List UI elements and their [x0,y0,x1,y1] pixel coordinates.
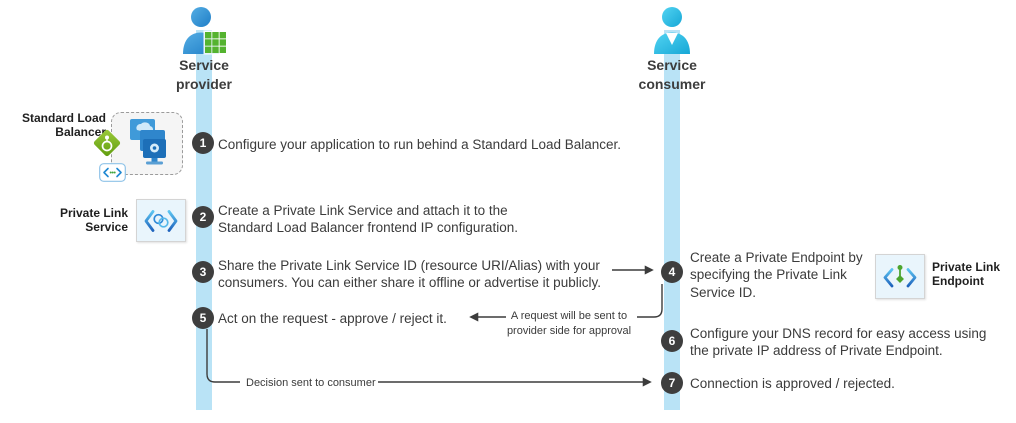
private-link-service-label: Private Link Service [59,206,128,235]
request-note: A request will be sent to provider side … [506,310,632,337]
step-4-badge: 4 [661,261,683,283]
step-6-badge: 6 [661,330,683,352]
private-link-endpoint-label: Private Link Endpoint [932,260,1001,289]
load-balancer-icon [92,128,122,163]
virtual-machines-icon [127,117,171,170]
standard-load-balancer-label: Standard Load Balancer [21,111,106,140]
step-3-text: Share the Private Link Service ID (resou… [218,258,601,291]
elbow-step5-to-decision-note [206,329,240,383]
elbow-step4-to-request-note [637,284,663,318]
service-consumer-person-icon [648,6,696,61]
step-7-text: Connection is approved / rejected. [690,376,895,391]
private-link-service-icon [136,199,186,242]
step-5-text: Act on the request - approve / reject it… [218,311,447,326]
step-2-text: Create a Private Link Service and attach… [218,203,518,236]
private-link-endpoint-icon [875,254,925,299]
step-2-badge: 2 [192,206,214,228]
code-brackets-icon [99,163,126,187]
consumer-lane-header: Service consumer [638,57,706,92]
decision-note: Decision sent to consumer [246,377,376,389]
step-3-badge: 3 [192,261,214,283]
step-6-text: Configure your DNS record for easy acces… [690,326,987,359]
step-1-badge: 1 [192,132,214,154]
provider-lane-header: Service provider [175,57,232,92]
consumer-swimlane [664,30,680,410]
step-1-text: Configure your application to run behind… [218,137,622,152]
service-provider-person-icon [180,6,228,61]
step-5-badge: 5 [192,307,214,329]
step-4-text: Create a Private Endpoint by specifying … [690,250,863,300]
step-7-badge: 7 [661,372,683,394]
